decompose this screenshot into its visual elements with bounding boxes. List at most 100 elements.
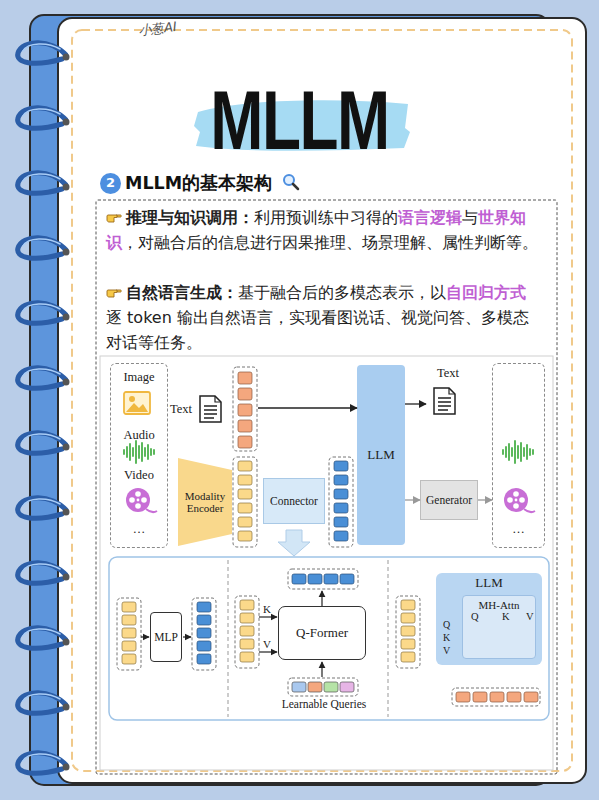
text-tokens <box>233 367 257 451</box>
magnifier-icon <box>293 184 298 189</box>
feature-tokens <box>122 628 136 638</box>
node-text: MH-Attn <box>463 599 535 611</box>
node-text: … <box>493 522 544 536</box>
content-frame <box>96 200 557 774</box>
bullet-heading: 推理与知识调用： <box>126 208 254 227</box>
pointer-icon <box>106 209 122 225</box>
video-reel <box>504 488 528 512</box>
node-text: Audio <box>111 428 167 442</box>
video-reel <box>524 509 535 512</box>
connector-tokens <box>334 517 348 527</box>
attention-box: MH-Attn <box>462 595 536 659</box>
image-icon <box>124 392 150 414</box>
feature-tokens <box>308 574 322 584</box>
audio-wave <box>124 441 154 463</box>
flow-arrow <box>405 403 426 404</box>
panel-divider <box>228 560 388 717</box>
bullet-text: 与 <box>462 208 478 227</box>
connector-tokens <box>334 475 348 485</box>
section-number: 2 <box>100 173 121 194</box>
encoder-shape <box>178 458 232 546</box>
key-label: K <box>263 603 271 615</box>
video-reel <box>507 497 513 503</box>
doc-icon <box>200 396 221 422</box>
encoder-box: Modality Encoder <box>178 458 232 546</box>
connector-tokens <box>329 457 353 547</box>
node-text: 2 <box>106 176 115 191</box>
binder-rings <box>18 43 70 774</box>
doc-icon <box>204 406 217 418</box>
value-label: V <box>443 645 450 656</box>
feature-tokens <box>401 613 415 623</box>
text-tokens <box>238 404 252 416</box>
magnifier-icon <box>284 175 298 189</box>
feature-tokens <box>401 652 415 662</box>
feature-tokens <box>473 692 487 702</box>
bullet-text: 基于融合后的多模态表示，以 <box>238 283 446 302</box>
encoder-tokens <box>238 489 252 499</box>
video-reel <box>129 497 135 503</box>
video-reel <box>513 491 519 497</box>
encoder-tokens <box>233 457 257 547</box>
feature-tokens <box>240 613 254 623</box>
encoder-tokens <box>233 457 257 547</box>
doc-icon <box>438 398 451 410</box>
highlight-text: 自回归方式 <box>446 283 526 302</box>
feature-tokens <box>235 596 259 668</box>
feature-tokens <box>292 574 306 584</box>
connector-tokens <box>334 531 348 541</box>
section-heading: MLLM的基本架构 <box>125 171 272 195</box>
video-reel <box>519 497 525 503</box>
page-title: MLLM <box>72 70 527 170</box>
feature-tokens <box>308 682 322 692</box>
node-text: Video <box>111 468 167 482</box>
encoder-tokens <box>238 517 252 527</box>
feature-tokens <box>340 574 354 584</box>
feature-tokens <box>292 682 306 692</box>
notebook <box>72 30 572 771</box>
generator-box: Generator <box>420 480 478 520</box>
feature-tokens <box>197 641 211 651</box>
node-text: Modality Encoder <box>178 490 232 515</box>
feature-tokens <box>324 574 338 584</box>
video-reel <box>515 499 518 502</box>
bullet-text: 利用预训练中习得的 <box>254 208 398 227</box>
key-label: K <box>502 611 510 622</box>
pointer-icon <box>107 290 121 297</box>
feature-tokens <box>197 628 211 638</box>
feature-tokens <box>197 602 211 612</box>
bullet-paragraph: 自然语言生成：基于融合后的多模态表示，以自回归方式逐 token 输出自然语言，… <box>106 280 538 355</box>
bullet-paragraph: 推理与知识调用：利用预训练中习得的语言逻辑与世界知识，对融合后的信息进行因果推理… <box>106 205 538 255</box>
binder-rings <box>18 693 70 714</box>
bullet-text: ，对融合后的信息进行因果推理、场景理解、属性判断等。 <box>122 233 538 252</box>
encoder-tokens <box>238 475 252 485</box>
binder-rings <box>18 563 70 584</box>
flow-arrows <box>321 591 322 606</box>
query-label: Q <box>471 611 479 622</box>
text-tokens <box>238 436 252 448</box>
feature-tokens <box>122 615 136 625</box>
notebook <box>30 15 586 785</box>
connector-tokens <box>334 461 348 471</box>
node-text: Connector <box>270 495 318 508</box>
binder-rings <box>18 753 70 774</box>
bullet-text: 逐 token 输出自然语言，实现看图说话、视觉问答、多模态对话等任务。 <box>106 308 529 352</box>
node-text: … <box>111 522 167 536</box>
feature-tokens <box>456 692 470 702</box>
flow-arrow <box>405 499 420 500</box>
text-input: Text <box>170 395 258 423</box>
value-label: V <box>526 611 534 622</box>
text-tokens <box>238 372 252 384</box>
binder-rings <box>18 108 70 129</box>
image-icon <box>126 403 148 412</box>
feature-tokens <box>240 639 254 649</box>
video-reel <box>126 488 157 512</box>
image-icon <box>124 392 150 414</box>
feature-tokens <box>401 639 415 649</box>
doc-icon <box>215 396 221 402</box>
connector-tokens <box>334 503 348 513</box>
llm-box: LLM <box>357 365 405 545</box>
audio-wave <box>503 441 533 463</box>
feature-tokens <box>117 598 141 670</box>
